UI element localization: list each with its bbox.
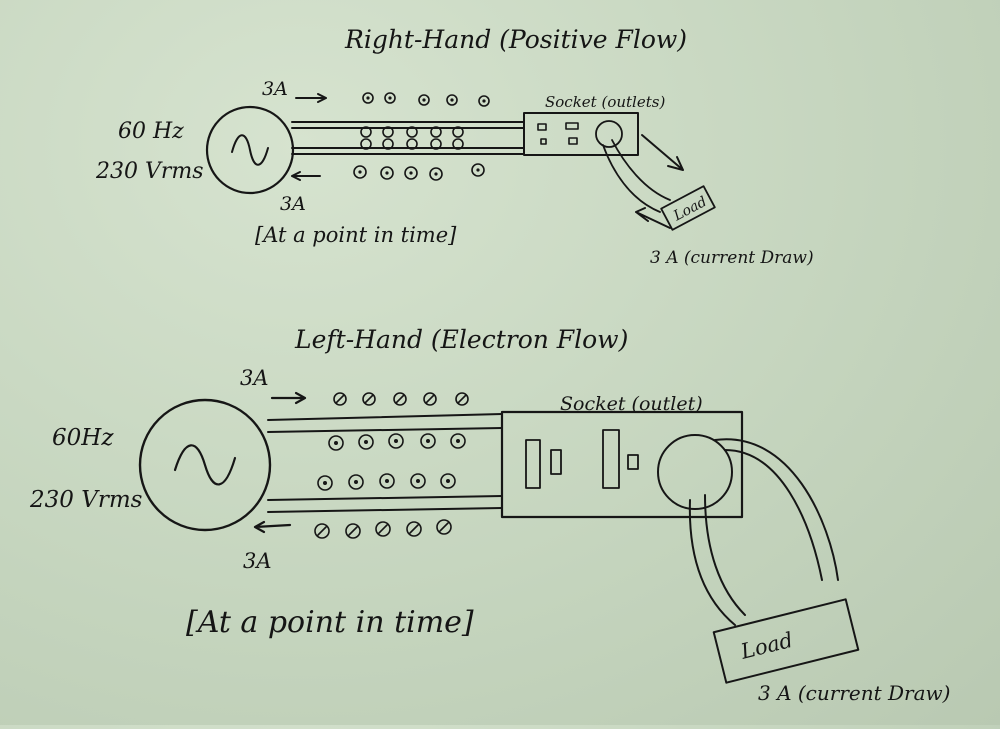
voltage-label: 230 Vrms <box>29 487 143 513</box>
socket-slot <box>602 429 620 489</box>
socket-slot <box>565 122 579 130</box>
socket-box <box>500 410 744 519</box>
charge-row-lower <box>353 163 485 181</box>
charge-row-middle <box>360 126 464 150</box>
socket-slot <box>568 137 578 145</box>
diagram-title: Left-Hand (Electron Flow) <box>294 325 628 354</box>
cable-conductors <box>291 121 525 155</box>
charge-row-outer-top <box>333 392 469 406</box>
charge-row-inner-bottom <box>317 473 456 491</box>
frequency-label: 60Hz <box>52 425 114 451</box>
cable-conductors <box>267 413 503 513</box>
socket-slot <box>550 449 562 475</box>
socket-box <box>523 112 639 156</box>
sine-wave-icon <box>173 444 237 486</box>
current-bottom-label: 3A <box>243 549 272 573</box>
socket-slot <box>525 439 541 489</box>
plug-circle <box>657 434 733 510</box>
socket-label: Socket (outlet) <box>560 393 703 415</box>
charge-row-inner-top <box>328 433 466 451</box>
current-draw-label: 3 A (current Draw) <box>650 248 814 268</box>
charge-row-upper <box>362 92 490 107</box>
flow-arrow <box>635 207 671 229</box>
current-arrow-left <box>291 171 321 181</box>
load-box: Load <box>712 598 860 684</box>
voltage-label: 230 Vrms <box>95 159 204 184</box>
socket-slot <box>540 138 547 145</box>
plug-circle <box>595 120 623 148</box>
time-note: [At a point in time] <box>255 223 457 247</box>
ac-source-circle <box>205 105 295 195</box>
current-arrow-left <box>253 520 292 534</box>
socket-slot <box>627 454 639 470</box>
right-hand-diagram: Right-Hand (Positive Flow) 60 Hz 230 Vrm… <box>95 25 814 268</box>
flow-arrow <box>641 134 684 171</box>
current-arrow-right <box>270 391 307 405</box>
diagram-title: Right-Hand (Positive Flow) <box>344 25 687 54</box>
socket-slot <box>537 123 547 131</box>
current-top-label: 3A <box>262 78 288 100</box>
load-cord <box>602 139 671 213</box>
current-draw-label: 3 A (current Draw) <box>758 681 950 705</box>
time-note: [At a point in time] <box>186 605 474 640</box>
current-top-label: 3A <box>240 366 269 390</box>
current-arrow-right <box>295 93 327 103</box>
current-bottom-label: 3A <box>280 193 306 215</box>
frequency-label: 60 Hz <box>118 119 184 144</box>
socket-label: Socket (outlets) <box>545 93 665 111</box>
load-box: Load <box>660 185 716 231</box>
load-label: Load <box>737 628 795 664</box>
load-cord <box>688 438 839 626</box>
ac-source-circle <box>138 398 272 532</box>
sine-wave-icon <box>231 134 269 166</box>
left-hand-diagram: Left-Hand (Electron Flow) 60Hz 230 Vrms … <box>29 325 950 705</box>
charge-row-outer-bottom <box>314 519 452 539</box>
